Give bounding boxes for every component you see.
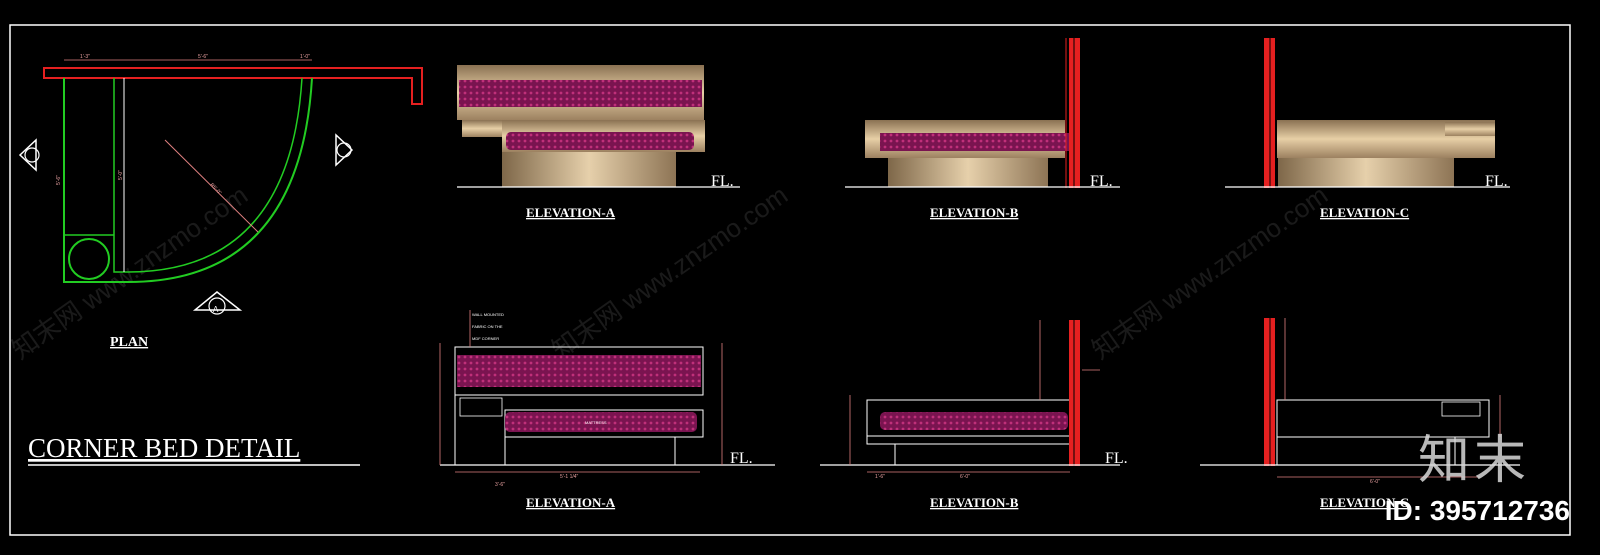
- sheet-title: CORNER BED DETAIL: [28, 433, 300, 463]
- plan-label: PLAN: [110, 335, 148, 350]
- elevation-b-title: ELEVATION-B: [930, 205, 1019, 220]
- elevation-b-render: FL.: [845, 38, 1120, 190]
- section-c-title: ELEVATION-C: [1320, 495, 1409, 510]
- section-a-title: ELEVATION-A: [526, 495, 616, 510]
- dim-text: 5'-0": [118, 170, 124, 180]
- view-marker-left: [18, 138, 40, 172]
- plan-bed-inner: [113, 77, 303, 273]
- dim-text: 5'-6": [198, 54, 208, 60]
- section-b-title: ELEVATION-B: [930, 495, 1019, 510]
- note-text: FABRIC ON THE: [472, 324, 503, 329]
- dim-text: 1'-3": [80, 54, 90, 60]
- section-c-drawing: 6'-0": [1200, 318, 1520, 485]
- dim-text: 6'-0": [1370, 479, 1380, 485]
- view-marker-right: [335, 133, 354, 167]
- elevation-c-render: FL.: [1225, 38, 1510, 190]
- section-b-drawing: 6'-0" 1'-6" FL.: [820, 320, 1128, 480]
- elevation-a-title: ELEVATION-A: [526, 205, 616, 220]
- dim-text: 5'-1 1/4": [560, 474, 579, 480]
- view-marker-label: A: [213, 305, 219, 314]
- dim-text: 6'-0": [960, 474, 970, 480]
- plan-side-table: [68, 238, 110, 280]
- brand-logo: 知末: [1417, 431, 1530, 491]
- dim-text: 3'-6": [495, 482, 505, 488]
- watermark-group: 知末网 www.znzmo.com 知末网 www.znzmo.com 知末网 …: [6, 180, 1333, 365]
- plan-wall-red: [43, 67, 423, 105]
- mattress-label: MATTRESS: [585, 420, 607, 425]
- dim-text: 1'-6": [875, 474, 885, 480]
- plan-diagonal-dim: [164, 139, 259, 233]
- elevation-c-title: ELEVATION-C: [1320, 205, 1409, 220]
- watermark-text: 知末网 www.znzmo.com: [1086, 180, 1333, 365]
- plan-bed-outline: [63, 77, 313, 283]
- floor-label: FL.: [1105, 450, 1128, 467]
- dim-text: 5'-6": [56, 175, 62, 185]
- plan-view: 1'-3" 5'-6" 1'-0" 5'-6" 5'-0" R5'-0" A P…: [18, 54, 423, 350]
- note-text: MDF CORNER: [472, 336, 499, 341]
- elevation-a-render: FL.: [457, 65, 740, 190]
- view-marker-bottom: A: [192, 291, 243, 315]
- sheet-frame: [9, 24, 1571, 536]
- floor-label: FL.: [711, 173, 734, 190]
- note-text: WALL MOUNTED: [472, 312, 504, 317]
- image-id-label: ID: 395712736: [1384, 495, 1570, 526]
- floor-label: FL.: [730, 450, 753, 467]
- dim-text: 1'-0": [300, 54, 310, 60]
- floor-label: FL.: [1090, 173, 1113, 190]
- section-a-drawing: MATTRESS WALL MOUNTED FABRIC ON THE MDF …: [439, 310, 775, 488]
- floor-label: FL.: [1485, 173, 1508, 190]
